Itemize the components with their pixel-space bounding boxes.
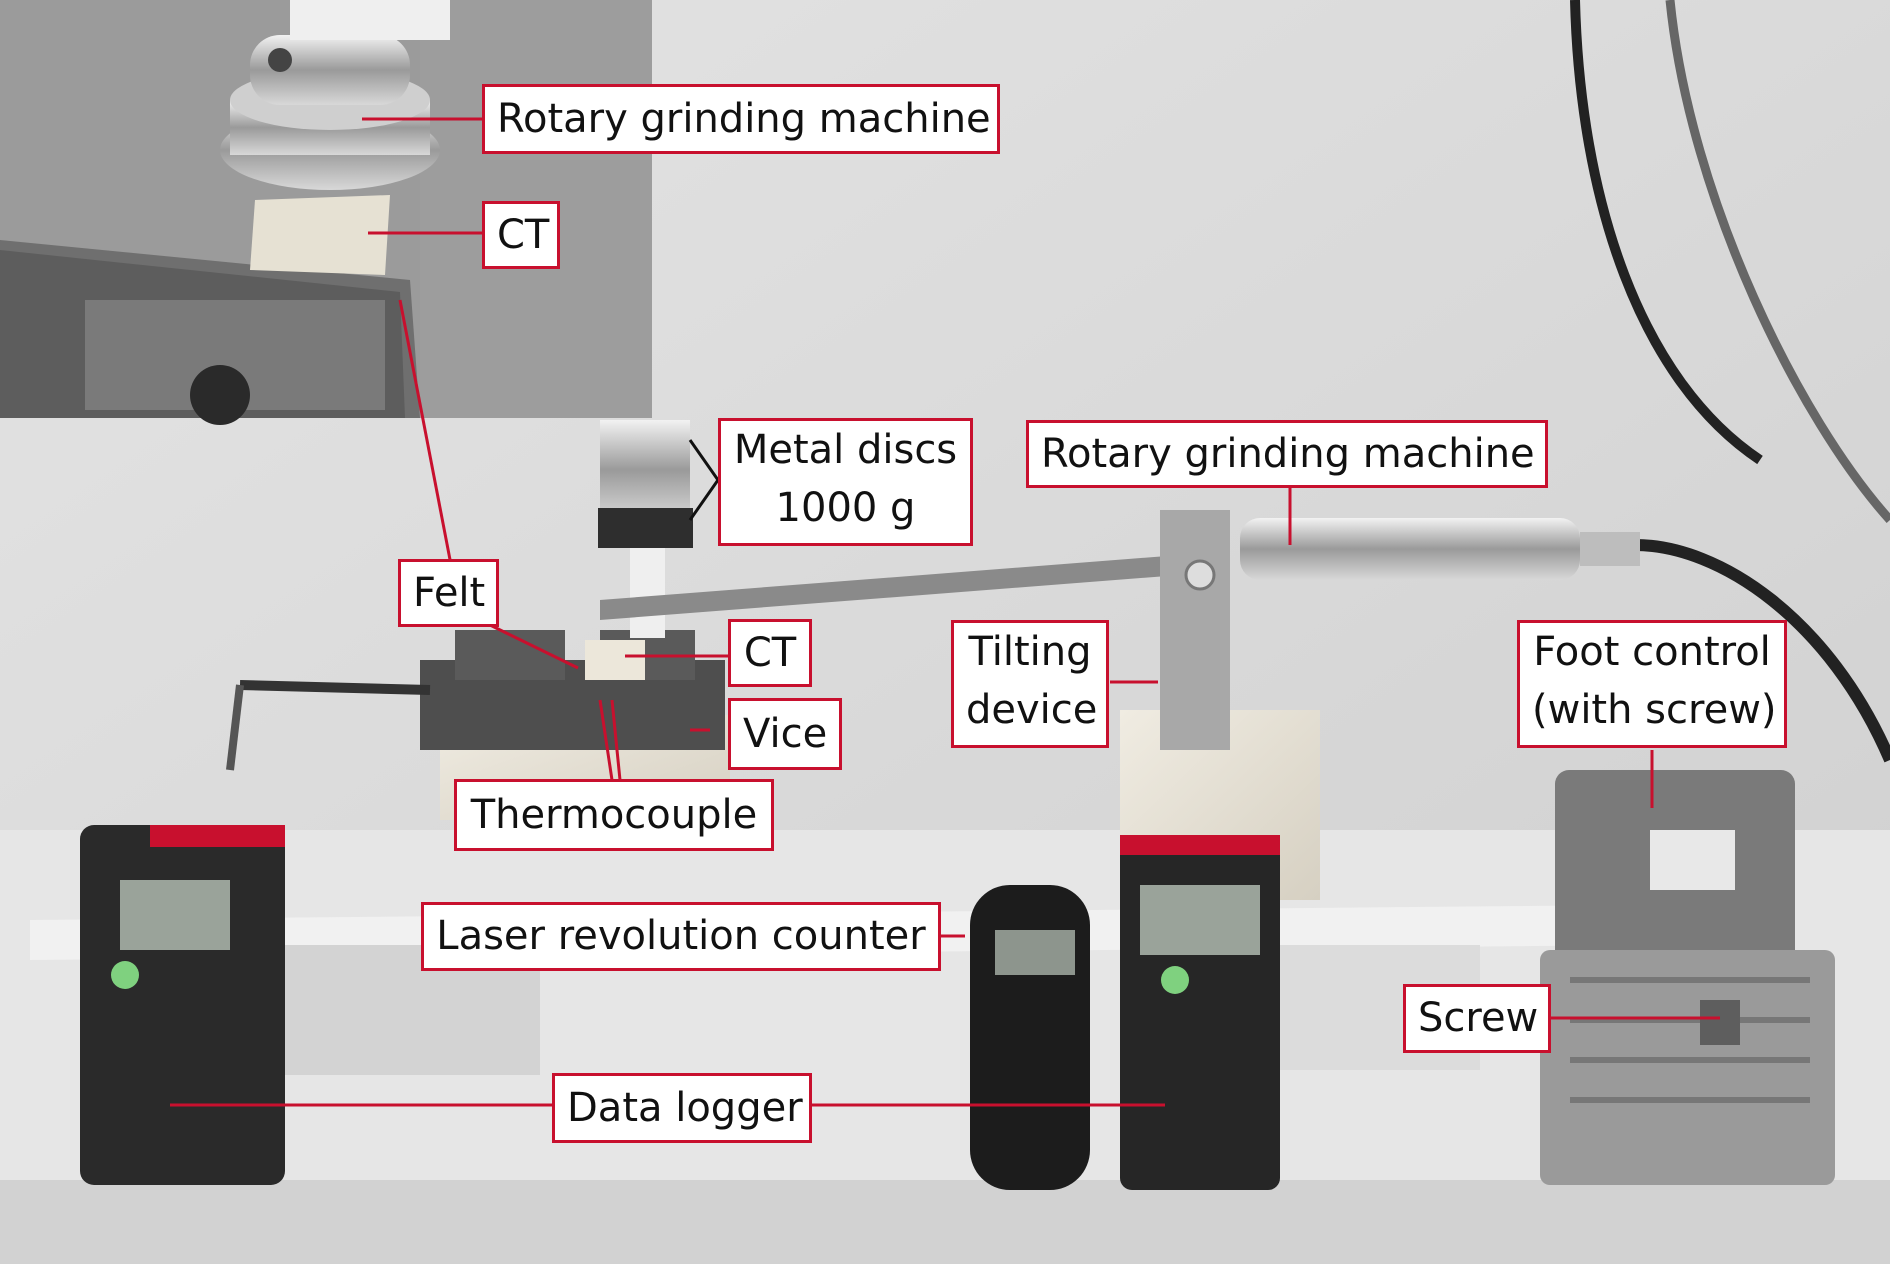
label-screw: Screw [1403,984,1551,1053]
laser-tachometer [970,885,1090,1190]
data-logger-left [80,825,285,1185]
data-logger-right [1120,835,1280,1190]
handpiece-cable [1634,539,1890,763]
label-tilting-device: Tilting device [951,620,1109,748]
metal-discs [600,420,690,520]
vice [226,630,725,771]
label-ct-inset: CT [482,201,560,269]
label-foot-control: Foot control (with screw) [1517,620,1787,748]
label-rotary-grinding-machine-inset: Rotary grinding machine [482,84,1000,154]
label-data-logger: Data logger [552,1073,812,1143]
label-laser-revolution-counter: Laser revolution counter [421,902,941,971]
callout-lines [170,117,1720,1107]
foot-control [1540,770,1835,1185]
label-thermocouple: Thermocouple [454,779,774,851]
label-rotary-grinding-machine-main: Rotary grinding machine [1026,420,1548,488]
tilting-device-bracket [1160,510,1230,750]
power-cable [1570,0,1763,465]
label-ct-main: CT [728,619,812,687]
label-vice: Vice [728,698,842,770]
rotary-handpiece [1240,518,1580,580]
lever-arm [600,555,1180,620]
gray-cable [1665,0,1890,524]
label-felt: Felt [398,559,499,627]
label-metal-discs: Metal discs 1000 g [718,418,973,546]
